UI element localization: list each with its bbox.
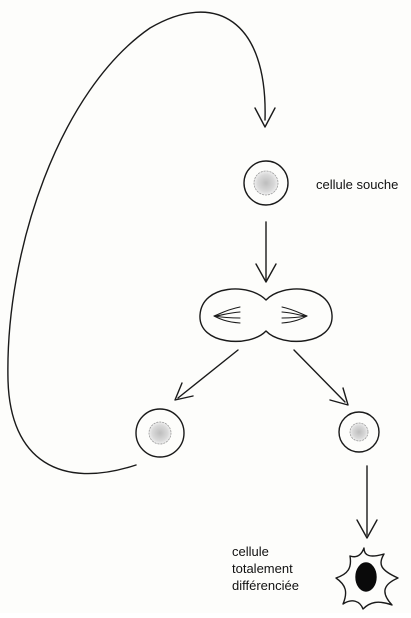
arrow-to-right-daughter [293,349,346,403]
arrow-to-left-daughter [177,349,239,399]
stem-cell-nucleus [253,170,279,196]
differentiated-cell-nucleus [355,562,377,592]
differentiated-label-line-3: différenciée [232,578,299,593]
loop-arrowhead [254,107,276,128]
differentiated-label-line-1: cellule [232,544,269,559]
daughter-stem-cell-nucleus [148,421,172,445]
differentiated-cell [335,547,399,610]
arrow-to-left-daughter-head [174,382,194,401]
stem-cell [243,160,289,206]
spindle-right [281,306,308,324]
arrow-to-differentiated-head [356,519,378,539]
arrow-to-division-head [255,263,277,283]
stem-cell-label: cellule souche [316,177,399,192]
daughter-committed-cell-nucleus [349,422,369,442]
spindle-left [213,306,241,324]
self-renewal-loop [7,11,266,475]
dividing-cell [199,288,333,342]
differentiated-cell-label: cellule totalement différenciée [232,543,299,594]
differentiated-label-line-2: totalement [232,561,293,576]
daughter-committed-cell [338,411,380,453]
arrow-to-right-daughter-head [329,387,349,406]
daughter-stem-cell [135,408,185,458]
